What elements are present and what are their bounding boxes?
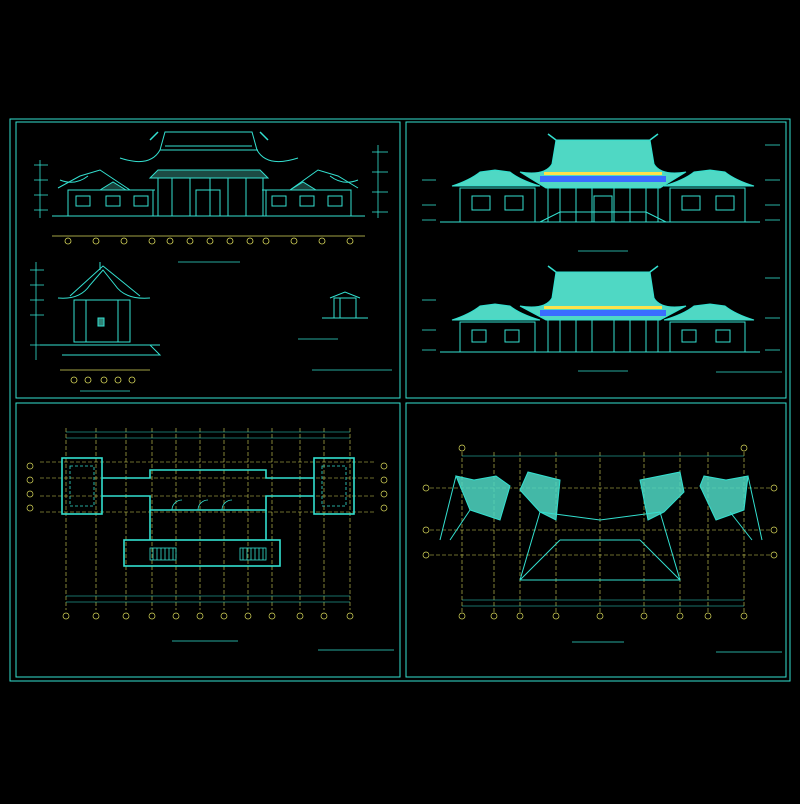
roof-axis-bubbles — [422, 444, 778, 620]
section-1-levels — [30, 262, 44, 360]
plan-details — [69, 465, 347, 561]
roof-grid — [430, 452, 770, 612]
plan-grid — [40, 428, 375, 610]
south-elevation-levels — [422, 144, 780, 221]
front-elevation-axis — [52, 235, 365, 245]
north-elevation-levels — [422, 277, 780, 351]
section-1 — [40, 262, 162, 356]
north-elevation — [440, 265, 760, 353]
south-elevation — [440, 133, 760, 223]
sheet-frame-bottom-right — [405, 402, 787, 678]
sheet-frame-bottom-left — [15, 402, 401, 678]
roof-dimensions — [462, 455, 744, 607]
front-elevation-main — [52, 131, 365, 217]
plan-walls — [61, 457, 355, 567]
plan-axis-bubbles — [26, 462, 388, 620]
plan-dimensions — [66, 431, 350, 603]
sheet-ground-floor-plan — [26, 428, 394, 651]
outer-frame — [9, 118, 791, 682]
sheet-roof-plan — [422, 444, 782, 653]
sheet-frames — [9, 118, 791, 682]
sheet-frame-top-left — [15, 121, 401, 399]
detail-1 — [322, 291, 368, 319]
roof-shapes — [439, 471, 763, 581]
sheet-colored-elevations — [422, 133, 782, 373]
section-1-axis — [60, 369, 150, 384]
sheet-frame-top-right — [405, 121, 787, 399]
sheet-side-elevations — [30, 131, 392, 392]
level-markers-left — [34, 160, 48, 218]
level-markers-right — [372, 145, 388, 218]
